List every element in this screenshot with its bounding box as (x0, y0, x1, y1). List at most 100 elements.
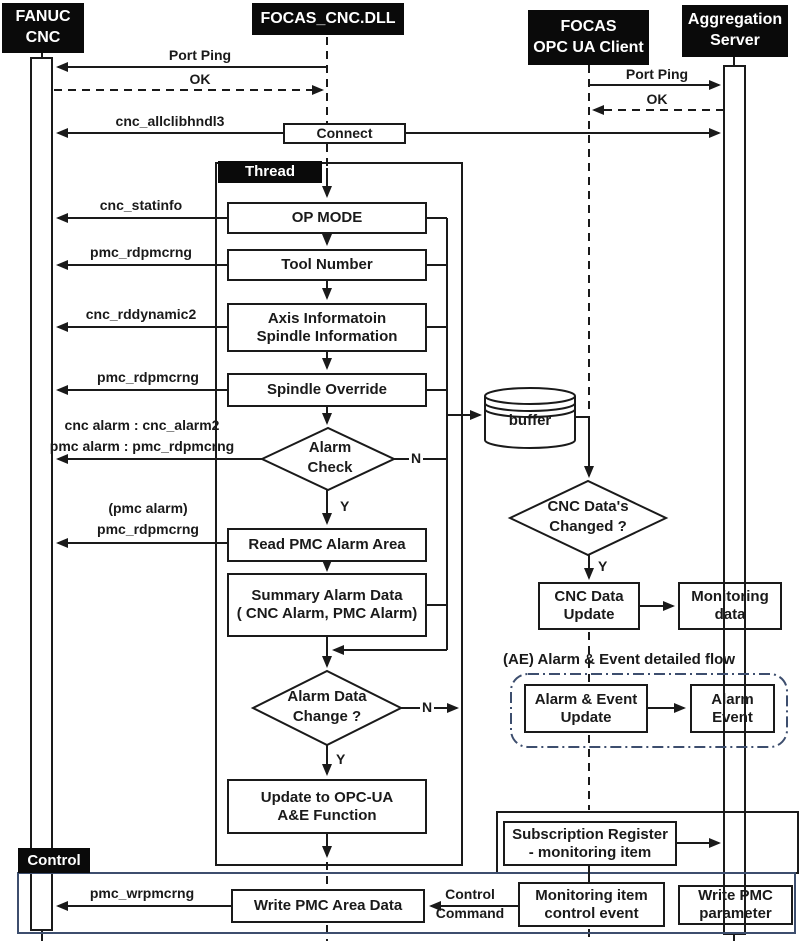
step-text: Write PMC (698, 887, 773, 905)
actor-fanuc-cnc: FANUC CNC (2, 3, 84, 53)
label-line: cnc alarm : cnc_alarm2 (64, 417, 220, 433)
subscription-register-box: Subscription Register - monitoring item (503, 821, 677, 866)
buffer-to-check-arrow (575, 416, 594, 478)
actor-label: Aggregation (687, 11, 783, 29)
control-frame (17, 872, 796, 934)
fragment-label-text: Control (27, 851, 81, 869)
step-text: OP MODE (291, 209, 363, 227)
connect-text: Connect (316, 125, 373, 142)
step-text: Spindle Override (266, 381, 388, 399)
alarm-check-diamond (259, 426, 397, 492)
summary-alarm-box: Summary Alarm Data ( CNC Alarm, PMC Alar… (227, 573, 427, 637)
ae-flow-title: (AE) Alarm & Event detailed flow (503, 651, 735, 668)
step-text: Alarm (711, 690, 754, 708)
step-text: A&E Function (277, 806, 377, 824)
step-text: - monitoring item (528, 843, 652, 861)
actor-focas-dll: FOCAS_CNC.DLL (252, 3, 404, 35)
alarm-event-box: Alarm Event (690, 684, 775, 733)
label-line: pmc_rdpmcrng (97, 521, 199, 537)
port-ping-right-label: Port Ping (625, 66, 689, 82)
step-text: CNC Data (554, 588, 624, 606)
step-text: Spindle Information (256, 327, 398, 345)
actor-label: Server (710, 32, 760, 49)
actor-aggregation-server: Aggregation Server (682, 5, 788, 57)
step-text: parameter (699, 905, 772, 922)
aggregation-activation-bar (723, 65, 746, 935)
pmc-alarm-label: (pmc alarm) pmc_rdpmcrng (97, 498, 199, 540)
alarm-event-update-box: Alarm & Event Update (524, 684, 648, 733)
step-text: Monitoring (691, 588, 769, 606)
actor-label: FANUC (15, 8, 71, 26)
step-text: Update (563, 606, 615, 623)
alarm-data-change-diamond (250, 669, 404, 747)
alarm-change-no-label: N (420, 699, 435, 715)
step-text: ( CNC Alarm, PMC Alarm) (236, 605, 418, 622)
diamond-line: Check (307, 459, 353, 476)
control-fragment-label: Control (18, 848, 90, 873)
port-ping-left-label: Port Ping (168, 47, 232, 63)
axis-info-box: Axis Informatoin Spindle Information (227, 303, 427, 352)
cnc-data-changed-text: CNC Data's Changed ? (547, 497, 628, 537)
diamond-line: Alarm (308, 439, 352, 456)
alarm-change-yes-label: Y (336, 751, 346, 767)
step-text: Write PMC Area Data (253, 897, 403, 915)
label-line: (pmc alarm) (108, 500, 188, 516)
cnc-rddynamic2-label: cnc_rddynamic2 (85, 306, 197, 322)
write-pmc-parameter-box: Write PMC parameter (678, 885, 793, 925)
buffer-cylinder (484, 387, 576, 449)
spindle-override-box: Spindle Override (227, 373, 427, 407)
step-text: Update (560, 708, 612, 726)
alarm-check-no-label: N (409, 450, 424, 466)
monitoring-item-control-box: Monitoring item control event (518, 882, 665, 927)
diamond-line: Change ? (292, 708, 362, 725)
step-text: control event (544, 904, 639, 922)
pmc-rdpmcrng-label-1: pmc_rdpmcrng (90, 244, 192, 260)
op-mode-box: OP MODE (227, 202, 427, 234)
cnc-alarm-label: cnc alarm : cnc_alarm2 pmc alarm : pmc_r… (50, 415, 234, 457)
read-pmc-alarm-box: Read PMC Alarm Area (227, 528, 427, 562)
step-text: Axis Informatoin (267, 309, 387, 327)
label-line: Command (435, 905, 505, 921)
step-text: Subscription Register (512, 825, 668, 843)
fanuc-activation-bar (30, 57, 53, 931)
tool-number-box: Tool Number (227, 249, 427, 281)
label-line: Control (445, 886, 495, 902)
step-text: Update to OPC-UA (260, 788, 394, 806)
thread-fragment-label: Thread (218, 161, 322, 183)
alarm-data-change-text: Alarm Data Change ? (287, 687, 366, 727)
control-command-label: Control Command (436, 885, 504, 923)
cnc-data-changed-diamond (507, 479, 669, 557)
ok-left-label: OK (189, 71, 211, 87)
cnc-allclibhndl3-label: cnc_allclibhndl3 (115, 113, 225, 129)
actor-label: CNC (25, 29, 61, 46)
step-text: Monitoring item (535, 886, 648, 904)
alarm-check-yes-label: Y (340, 498, 350, 514)
step-text: Event (712, 708, 753, 726)
alarm-check-text: Alarm Check (307, 438, 352, 478)
diamond-line: CNC Data's (547, 498, 629, 515)
actor-opcua-client: FOCAS OPC UA Client (528, 10, 649, 65)
ae-detail-container (510, 673, 788, 748)
actor-label: FOCAS (560, 17, 617, 35)
step-text: Alarm & Event (534, 690, 638, 708)
buffer-label: buffer (508, 412, 552, 429)
connect-box: Connect (283, 123, 406, 144)
step-text: Summary Alarm Data (251, 587, 403, 605)
actor-label: FOCAS_CNC.DLL (260, 9, 396, 27)
diamond-line: Changed ? (549, 518, 627, 535)
pmc-wrpmcrng-label: pmc_wrpmcrng (89, 885, 195, 901)
step-text: Tool Number (281, 256, 373, 274)
step-text: Read PMC Alarm Area (248, 536, 406, 554)
cnc-changed-yes-label: Y (598, 558, 608, 574)
fragment-label-text: Thread (244, 163, 295, 181)
step-text: data (714, 606, 746, 623)
thread-container (215, 162, 463, 866)
monitoring-data-box: Monitoring data (678, 582, 782, 630)
diamond-line: Alarm Data (287, 688, 367, 705)
pmc-rdpmcrng-label-2: pmc_rdpmcrng (97, 369, 199, 385)
ok-right-label: OK (646, 91, 668, 107)
label-line: pmc alarm : pmc_rdpmcrng (49, 438, 235, 454)
write-pmc-area-box: Write PMC Area Data (231, 889, 425, 923)
